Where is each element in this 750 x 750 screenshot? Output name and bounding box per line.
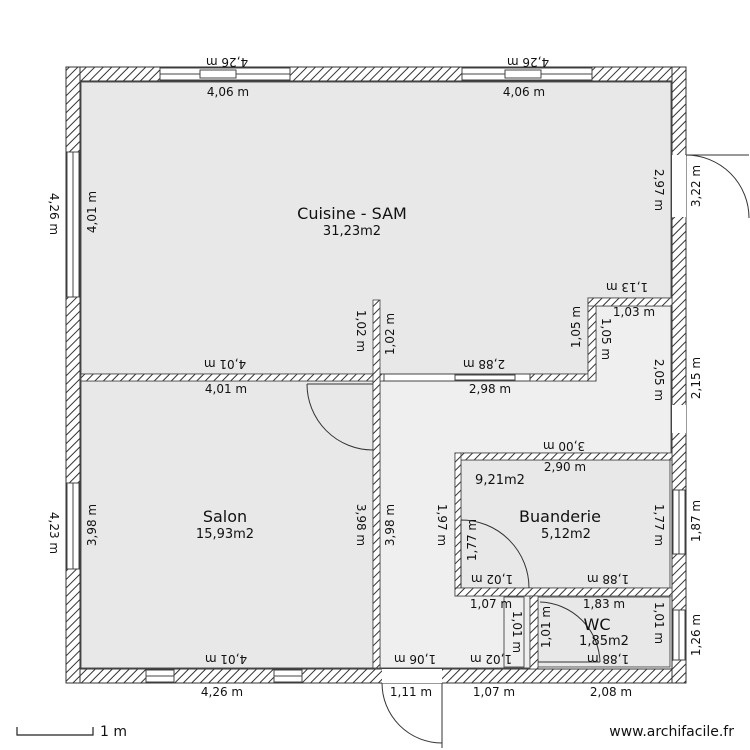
door-buanderie-swing	[460, 519, 530, 589]
room-labels: Cuisine - SAM 31,23m2 Salon 15,93m2 Buan…	[196, 204, 629, 649]
dim-partition-left: 1,02 m	[354, 310, 368, 352]
dim-wc-left-a: 1,01 m	[510, 611, 524, 653]
dim-hall-top: 2,98 m	[469, 382, 511, 396]
dim-bottom-ext-door: 1,11 m	[390, 685, 432, 699]
door-right-opening	[672, 155, 686, 217]
dim-salon-bottom: 4,01 m	[205, 652, 247, 666]
floor-wc	[537, 596, 671, 668]
wall-cuisine-bottom	[80, 373, 381, 382]
dim-salon-top: 4,01 m	[205, 382, 247, 396]
dim-partition-right: 1,02 m	[383, 313, 397, 355]
dim-right-ext-mid: 2,15 m	[689, 357, 703, 399]
dimension-labels: 4,06 m 4,06 m 1,03 m 4,01 m 2,98 m 2,90 …	[47, 55, 703, 699]
dim-hall-right: 2,05 m	[652, 359, 666, 401]
dim-salon-left: 3,98 m	[85, 504, 99, 546]
windows	[66, 67, 686, 683]
dim-cuisine-top-left: 4,06 m	[207, 85, 249, 99]
dim-wc-left-b: 1,01 m	[539, 606, 553, 648]
dim-buanderie-bottom: 1,88 m	[587, 572, 629, 586]
dim-top-win-right-ext: 4,26 m	[507, 55, 549, 69]
dim-bottom-ext-mid: 1,07 m	[473, 685, 515, 699]
room-name-salon: Salon	[203, 507, 247, 526]
dim-door-right-ext: 3,22 m	[689, 165, 703, 207]
dim-bottom-ext-left: 4,26 m	[201, 685, 243, 699]
dim-right-side-upper: 2,97 m	[652, 169, 666, 211]
dim-buanderie-left-ext: 1,97 m	[435, 504, 449, 546]
dim-hall-left: 3,98 m	[383, 504, 397, 546]
dim-notch-top: 1,13 m	[606, 280, 648, 294]
room-name-wc: WC	[584, 615, 611, 634]
dim-buanderie-left: 1,77 m	[465, 519, 479, 561]
fixtures	[503, 596, 525, 668]
dim-cuisine-bottom-left: 4,01 m	[204, 357, 246, 371]
wall-partition-vertical	[372, 299, 381, 669]
dim-salon-right: 3,98 m	[354, 504, 368, 546]
wall-buanderie-bottom	[454, 587, 673, 597]
dim-buanderie-top: 2,90 m	[544, 460, 586, 474]
door-entry-swing	[381, 682, 443, 748]
floor-buanderie	[460, 459, 671, 589]
dim-buanderie-top-ext: 3,00 m	[543, 439, 585, 453]
dim-right-ext-buanderie: 1,87 m	[689, 500, 703, 542]
dim-wc-top: 1,83 m	[583, 597, 625, 611]
dim-cuisine-bottom-mid: 2,88 m	[463, 357, 505, 371]
brand-watermark: www.archifacile.fr	[609, 724, 734, 740]
dim-entry-bottom: 1,06 m	[394, 652, 436, 666]
door-right-hall-opening	[672, 405, 686, 433]
dim-wc-right: 1,01 m	[652, 602, 666, 644]
room-floors	[80, 81, 672, 669]
dim-top-win-left-ext: 4,26 m	[206, 55, 248, 69]
dim-notch-inner: 1,03 m	[613, 305, 655, 319]
dim-left-ext-upper: 4,26 m	[47, 193, 61, 235]
scale-bar-line	[16, 727, 94, 736]
door-salon-swing	[306, 383, 374, 451]
room-area-wc: 1,85m2	[579, 634, 629, 649]
room-name-cuisine: Cuisine - SAM	[297, 204, 407, 223]
dim-hall-bottom: 1,02 m	[470, 652, 512, 666]
room-area-cuisine: 31,23m2	[323, 224, 381, 239]
wall-buanderie-top	[454, 452, 673, 461]
dim-buanderie-right: 1,77 m	[652, 504, 666, 546]
room-area-salon: 15,93m2	[196, 527, 254, 542]
door-wc-swing	[539, 601, 601, 663]
dim-right-ext-wc: 1,26 m	[689, 614, 703, 656]
dim-notch-right: 1,05 m	[599, 318, 613, 360]
dim-bottom-ext-right: 2,08 m	[590, 685, 632, 699]
room-name-buanderie: Buanderie	[519, 507, 601, 526]
wall-wc-left	[529, 595, 539, 670]
dim-cuisine-top-right: 4,06 m	[503, 85, 545, 99]
scale-bar-label: 1 m	[100, 724, 127, 740]
door-right-swing	[685, 154, 750, 219]
dim-buanderie-bottom-left: 1,02 m	[471, 572, 513, 586]
dim-notch-left: 1,05 m	[569, 306, 583, 348]
dim-wc-bottom: 1,88 m	[587, 652, 629, 666]
dim-cuisine-left: 4,01 m	[85, 191, 99, 233]
door-entry-opening	[382, 669, 442, 683]
dim-left-ext-lower: 4,23 m	[47, 512, 61, 554]
room-area-hall: 9,21m2	[475, 473, 525, 488]
dim-hall-small: 1,07 m	[470, 597, 512, 611]
wall-buanderie-left	[454, 452, 462, 597]
wall-notch-vertical	[587, 297, 597, 382]
wall-top	[65, 66, 687, 82]
wall-notch-horizontal	[587, 297, 673, 307]
room-area-buanderie: 5,12m2	[541, 527, 591, 542]
scale-bar: 1 m	[16, 724, 127, 740]
doors	[306, 154, 750, 748]
